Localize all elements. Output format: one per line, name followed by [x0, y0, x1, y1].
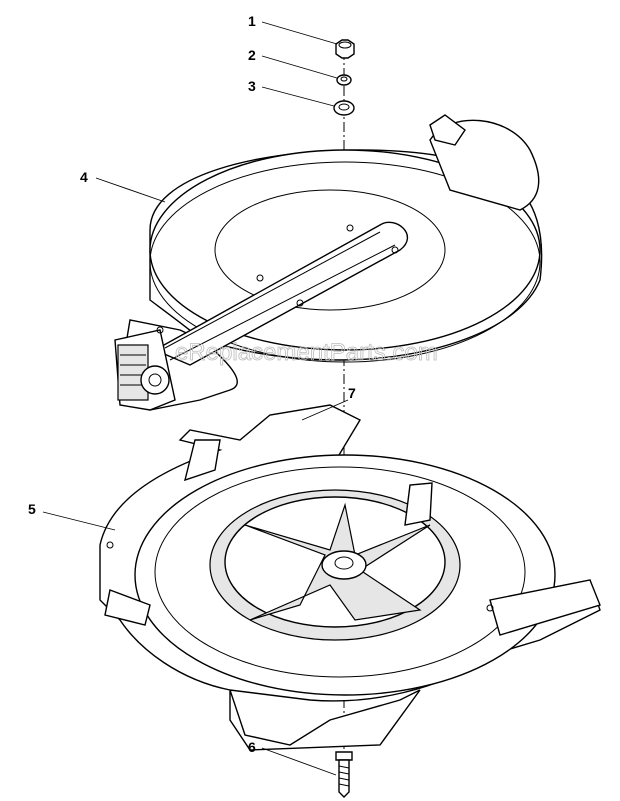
callout-2: 2 [248, 47, 256, 63]
part-5-base[interactable] [99, 404, 601, 751]
callout-4: 4 [80, 169, 88, 185]
callout-3: 3 [248, 78, 256, 94]
part-3-washer[interactable] [333, 100, 355, 116]
part-6-screw[interactable] [335, 751, 353, 798]
callout-5: 5 [28, 501, 36, 517]
part-1-nut[interactable] [335, 39, 355, 59]
watermark: eReplacementParts.com [175, 339, 438, 366]
leader-lines [42, 21, 349, 776]
part-2-washer[interactable] [336, 74, 352, 86]
callout-6: 6 [248, 739, 256, 755]
part-4-upper-guard[interactable] [114, 114, 543, 411]
callout-1: 1 [248, 13, 256, 29]
callout-7: 7 [348, 385, 356, 401]
